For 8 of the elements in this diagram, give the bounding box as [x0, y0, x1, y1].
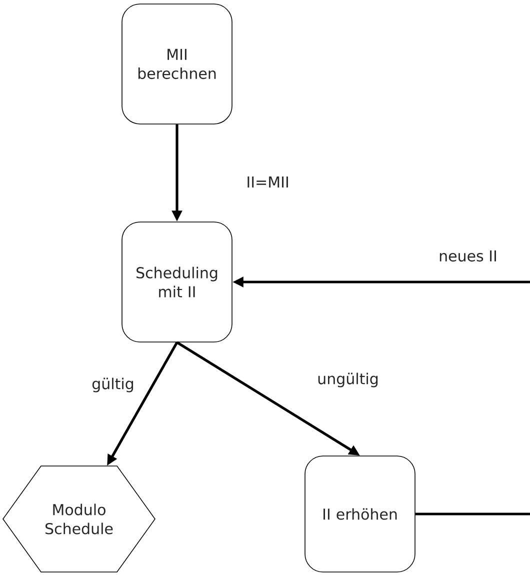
- edge-label: II=MII: [245, 176, 290, 188]
- process-box: Scheduling mit II: [122, 222, 232, 342]
- edge-label: gültig: [90, 376, 136, 394]
- hexagon-node: Modulo Schedule: [2, 466, 156, 572]
- process-box: MII berechnen: [122, 4, 232, 124]
- process-box: II erhöhen: [304, 456, 416, 572]
- edge-label: neues II: [438, 249, 498, 263]
- edge-label: ungültig: [316, 372, 380, 388]
